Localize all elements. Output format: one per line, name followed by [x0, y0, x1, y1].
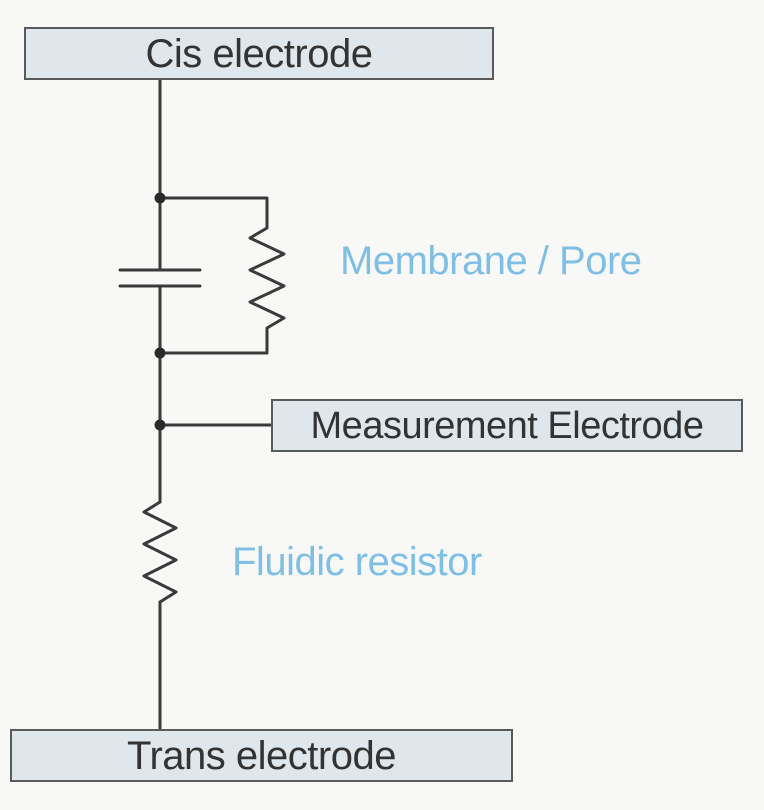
trans-electrode-box: Trans electrode: [10, 729, 513, 782]
cis-electrode-label: Cis electrode: [145, 31, 373, 76]
fluidic-resistor-symbol: [142, 500, 178, 604]
junction-node-middle: [154, 347, 166, 359]
junction-node-top: [154, 192, 166, 204]
junction-node-measurement: [154, 419, 166, 431]
cis-electrode-box: Cis electrode: [24, 27, 494, 80]
measurement-electrode-label: Measurement Electrode: [310, 404, 704, 447]
measurement-electrode-box: Measurement Electrode: [271, 399, 743, 452]
fluidic-resistor-label: Fluidic resistor: [232, 540, 482, 584]
membrane-resistor-branch: [158, 196, 286, 355]
trans-electrode-label: Trans electrode: [127, 733, 396, 778]
membrane-pore-label: Membrane / Pore: [340, 239, 642, 283]
